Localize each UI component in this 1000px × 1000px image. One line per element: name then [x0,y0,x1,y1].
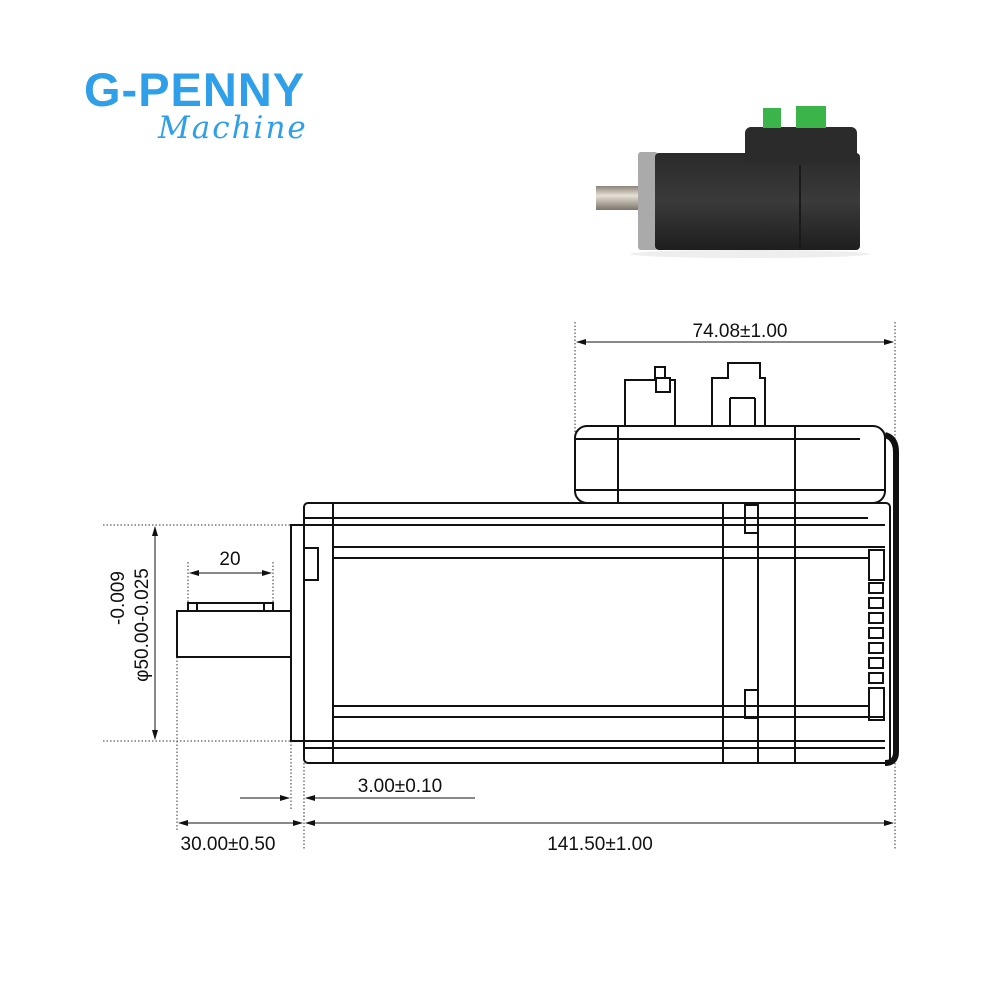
dimension-flange-step: 3.00±0.10 [176,657,896,850]
dimension-label: φ50.00-0.025 [132,568,153,682]
brand-logo: G-PENNY [84,63,306,116]
dimension-label: 20 [219,549,240,570]
brand-logo-subtitle: Machine [158,110,308,146]
dimension-label: 3.00±0.10 [358,776,442,797]
dimension-top-width: 74.08±1.00 [574,321,896,440]
dimension-label: 141.50±1.00 [547,834,653,855]
dimension-shaft-diameter: -0.009 φ50.00-0.025 [103,524,291,742]
dimension-label: 74.08±1.00 [693,321,788,342]
dimension-label: 30.00±0.50 [181,834,276,855]
dimension-lengths: 30.00±0.50 141.50±1.00 [178,820,894,855]
motor-photo [596,106,870,258]
motor-outline [176,362,899,766]
dimension-key-length: 20 [187,549,274,603]
dimension-label: -0.009 [108,571,129,625]
